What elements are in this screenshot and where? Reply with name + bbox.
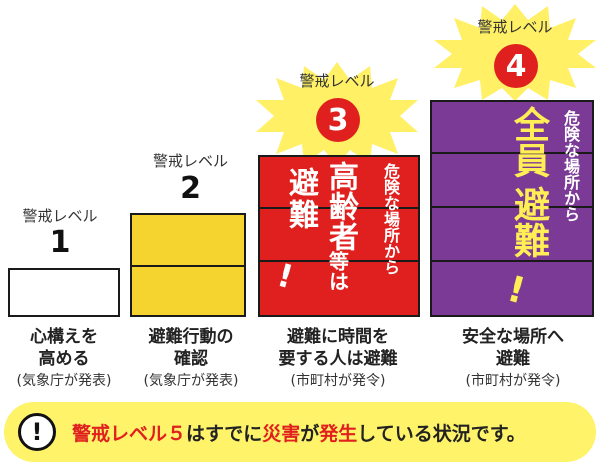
level1-label: 警戒レベル xyxy=(22,207,98,225)
level4-bar-divider-2 xyxy=(432,206,592,208)
level4-desc-line2: 避難 xyxy=(496,349,530,369)
level2-desc-line1: 避難行動の xyxy=(148,327,234,347)
level2-desc-note: (気象庁が発表) xyxy=(143,373,239,389)
level2-description: 避難行動の 確認 (気象庁が発表) xyxy=(126,326,256,392)
exclamation-icon: ! xyxy=(18,413,56,451)
level2-number: 2 xyxy=(180,171,201,206)
level3-desc-line1: 避難に時間を xyxy=(287,327,389,347)
level4-headline-col2: 避難 xyxy=(508,186,549,258)
level4-exclamation: ! xyxy=(502,268,530,313)
footer-text-occur: 発生 xyxy=(319,422,358,445)
footer-text-part2: が xyxy=(300,422,320,445)
level3-desc-line2: 要する人は避難 xyxy=(278,349,398,369)
level3-headline-col1: 避難 xyxy=(283,167,318,231)
level1-desc-line2: 高める xyxy=(38,349,90,369)
level2-label: 警戒レベル xyxy=(152,152,228,170)
level3-headline-col2b: 等 xyxy=(325,251,350,271)
footer-text-level5: 警戒レベル５ xyxy=(72,422,187,445)
level2-bar-divider xyxy=(132,265,244,267)
level4-bar-divider-1 xyxy=(432,152,592,154)
level1-description: 心構えを 高める (気象庁が発表) xyxy=(0,326,128,392)
level4-bar: 全員 避難 ! 危険な場所から xyxy=(430,100,594,317)
footer-text: 警戒レベル５はすでに災害が発生している状況です。 xyxy=(72,419,526,446)
footer-text-part1: はすでに xyxy=(186,422,263,445)
level3-desc-note: (市町村が発令) xyxy=(290,373,386,389)
level4-description: 安全な場所へ 避難 (市町村が発令) xyxy=(428,326,598,392)
level4-side-text: 危険な場所から xyxy=(561,110,580,222)
level4-label: 警戒レベル xyxy=(477,18,553,36)
level1-number: 1 xyxy=(49,225,71,260)
level3-bar-divider-2 xyxy=(260,260,418,262)
level4-desc-note: (市町村が発令) xyxy=(465,373,561,389)
level1-bar xyxy=(8,268,120,317)
level3-headline-col2a: 高齢者 xyxy=(323,161,358,251)
footer-banner: ! 警戒レベル５はすでに災害が発生している状況です。 xyxy=(4,402,596,462)
level4-bar-divider-3 xyxy=(432,260,592,262)
level2-desc-line2: 確認 xyxy=(174,349,208,369)
level2-bar xyxy=(130,213,246,317)
footer-text-end: している状況です。 xyxy=(357,422,526,445)
level3-description: 避難に時間を 要する人は避難 (市町村が発令) xyxy=(250,326,426,392)
level3-side-text: 危険な場所から xyxy=(381,163,400,275)
level3-headline-col2: 高齢者 等 は xyxy=(318,161,358,291)
level3-headline-col2c: は xyxy=(325,271,350,291)
level3-number: 3 xyxy=(316,98,360,142)
level1-desc-note: (気象庁が発表) xyxy=(16,373,112,389)
footer-text-disaster: 災害 xyxy=(262,422,301,445)
level4-number: 4 xyxy=(494,44,538,88)
level3-bar-divider-1 xyxy=(260,207,418,209)
level4-headline-col1: 全員 xyxy=(508,106,549,178)
level3-bar: 避難 高齢者 等 は ! 危険な場所から xyxy=(258,155,420,317)
level3-label: 警戒レベル xyxy=(299,72,375,90)
level4-desc-line1: 安全な場所へ xyxy=(462,327,564,347)
level1-desc-line1: 心構えを xyxy=(30,327,98,347)
